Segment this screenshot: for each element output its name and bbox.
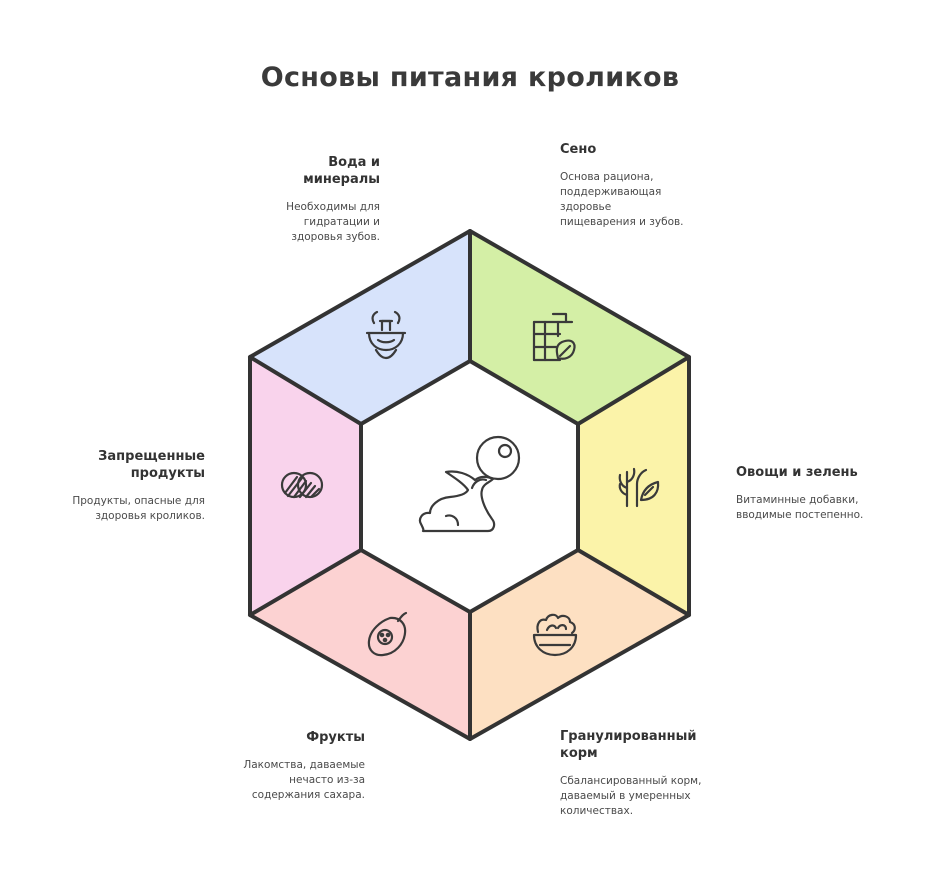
segment-hay xyxy=(470,231,689,424)
segment-desc-hay: Основа рациона, поддерживающая здоровье … xyxy=(560,171,684,228)
segment-vegetables xyxy=(578,357,689,615)
segment-title-vegetables: Овощи и зелень xyxy=(736,465,858,480)
segment-desc-water: Необходимы для гидратации и здоровья зуб… xyxy=(286,201,380,243)
papaya-icon xyxy=(367,611,408,657)
segment-title-fruits: Фрукты xyxy=(306,730,365,745)
segment-divider xyxy=(576,355,691,426)
segment-divider xyxy=(248,548,363,617)
hay-bale-icon xyxy=(532,312,576,362)
segment-title-water: Вода и минералы xyxy=(303,155,380,187)
segment-block-pellets: Гранулированный корм Сбалансированный ко… xyxy=(560,728,710,819)
segment-block-forbidden: Запрещенные продукты Продукты, опасные д… xyxy=(70,448,205,524)
center-hexagon xyxy=(361,361,578,612)
segment-desc-pellets: Сбалансированный корм, даваемый в умерен… xyxy=(560,775,702,817)
segment-desc-fruits: Лакомства, даваемые нечасто из-за содерж… xyxy=(243,759,365,801)
segment-title-hay: Сено xyxy=(560,142,597,157)
segment-fruits xyxy=(250,550,470,739)
segment-block-hay: Сено Основа рациона, поддерживающая здор… xyxy=(560,141,690,230)
segment-title-pellets: Гранулированный корм xyxy=(560,729,697,761)
segment-divider xyxy=(248,355,363,426)
segment-divider xyxy=(576,548,691,617)
segment-block-water: Вода и минералы Необходимы для гидратаци… xyxy=(250,154,380,245)
rabbit-with-ball-icon xyxy=(418,435,521,533)
segment-desc-forbidden: Продукты, опасные для здоровья кроликов. xyxy=(72,495,205,522)
segment-title-forbidden: Запрещенные продукты xyxy=(98,449,205,481)
segment-pellets xyxy=(470,550,689,739)
food-bowl-icon xyxy=(532,613,578,657)
forbidden-circles-icon xyxy=(280,471,324,499)
segment-block-vegetables: Овощи и зелень Витаминные добавки, вводи… xyxy=(736,464,886,523)
page-title: Основы питания кроликов xyxy=(260,62,680,93)
segment-block-fruits: Фрукты Лакомства, даваемые нечасто из-за… xyxy=(240,729,365,803)
water-fountain-icon xyxy=(365,310,407,360)
herbs-icon xyxy=(618,467,660,508)
segment-desc-vegetables: Витаминные добавки, вводимые постепенно. xyxy=(736,494,864,521)
segment-water xyxy=(250,231,470,424)
